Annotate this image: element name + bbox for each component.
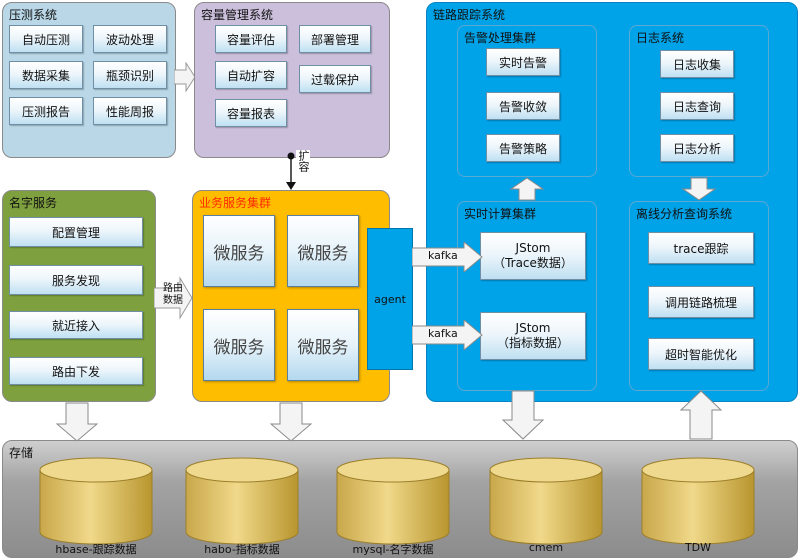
panel-title: 业务服务集群	[199, 196, 272, 210]
panel-title: 日志系统	[636, 31, 685, 45]
kafka-arrow-icon	[412, 320, 483, 350]
log-collect-button[interactable]: 日志收集	[660, 50, 734, 78]
realtime-compute-panel: 实时计算集群 JStom （Trace数据） JStom （指标数据）	[457, 201, 597, 391]
capacity-eval-button[interactable]: 容量评估	[215, 25, 287, 53]
pressure-test-panel: 压测系统 自动压测 波动处理 数据采集 瓶颈识别 压测报告 性能周报	[2, 2, 176, 158]
timeout-optimize-button[interactable]: 超时智能优化	[648, 338, 754, 370]
database-cylinder-icon[interactable]	[336, 457, 450, 545]
bottleneck-button[interactable]: 瓶颈识别	[93, 61, 167, 89]
weekly-report-button[interactable]: 性能周报	[93, 97, 167, 125]
right-arrow-icon	[154, 276, 193, 320]
panel-title: 名字服务	[9, 196, 58, 210]
route-data-label: 路由数据	[163, 283, 183, 306]
offline-analysis-panel: 离线分析查询系统 trace跟踪 调用链路梳理 超时智能优化	[629, 201, 769, 391]
db-label-tdw: TDW	[684, 541, 712, 554]
log-analysis-button[interactable]: 日志分析	[660, 134, 734, 162]
nearby-access-button[interactable]: 就近接入	[9, 311, 143, 339]
jstom-trace-node[interactable]: JStom （Trace数据）	[480, 232, 586, 280]
storage-cylinders	[39, 457, 755, 545]
down-arrow-icon	[56, 402, 98, 442]
panel-title: 离线分析查询系统	[636, 207, 733, 221]
right-arrow-icon	[174, 62, 196, 92]
db-label-mysql: mysql-名字数据	[352, 543, 434, 556]
kafka-arrow-icon	[412, 242, 483, 272]
scale-connector-icon	[286, 152, 296, 190]
service-discovery-button[interactable]: 服务发现	[9, 265, 143, 295]
panel-title: 存储	[9, 446, 34, 460]
kafka-label: kafka	[428, 249, 458, 262]
trace-track-button[interactable]: trace跟踪	[648, 232, 754, 264]
alarm-converge-button[interactable]: 告警收敛	[486, 92, 560, 120]
panel-title: 告警处理集群	[464, 31, 537, 45]
realtime-alarm-button[interactable]: 实时告警	[486, 48, 560, 76]
capacity-panel: 容量管理系统 容量评估 部署管理 自动扩容 过载保护 容量报表	[194, 2, 390, 158]
alarm-policy-button[interactable]: 告警策略	[486, 134, 560, 162]
business-cluster-panel: 业务服务集群 微服务 微服务 微服务 微服务	[192, 190, 390, 402]
data-collect-button[interactable]: 数据采集	[9, 61, 83, 89]
alarm-cluster-panel: 告警处理集群 实时告警 告警收敛 告警策略	[457, 25, 597, 177]
down-arrow-icon	[502, 390, 544, 440]
log-query-button[interactable]: 日志查询	[660, 92, 734, 120]
log-system-panel: 日志系统 日志收集 日志查询 日志分析	[629, 25, 769, 177]
microservice-box[interactable]: 微服务	[203, 215, 275, 287]
auto-pressure-button[interactable]: 自动压测	[9, 25, 83, 53]
database-cylinder-icon[interactable]	[39, 457, 153, 545]
capacity-report-button[interactable]: 容量报表	[215, 99, 287, 127]
panel-title: 压测系统	[9, 8, 58, 22]
up-arrow-icon	[680, 390, 722, 440]
agent-box[interactable]: agent	[367, 228, 413, 370]
microservice-box[interactable]: 微服务	[203, 309, 275, 381]
trace-system-panel: 链路跟踪系统 告警处理集群 实时告警 告警收敛 告警策略 日志系统 日志收集 日…	[426, 2, 798, 402]
db-label-habo: habo-指标数据	[204, 543, 280, 556]
panel-title: 容量管理系统	[201, 8, 274, 22]
config-manage-button[interactable]: 配置管理	[9, 217, 143, 247]
auto-scale-button[interactable]: 自动扩容	[215, 61, 287, 89]
deploy-manage-button[interactable]: 部署管理	[299, 25, 371, 53]
microservice-box[interactable]: 微服务	[287, 215, 359, 287]
pressure-report-button[interactable]: 压测报告	[9, 97, 83, 125]
panel-title: 链路跟踪系统	[433, 8, 506, 22]
database-cylinder-icon[interactable]	[185, 457, 299, 545]
route-dispatch-button[interactable]: 路由下发	[9, 357, 143, 385]
overload-protect-button[interactable]: 过载保护	[299, 65, 371, 93]
up-arrow-icon	[509, 177, 545, 201]
fluctuation-button[interactable]: 波动处理	[93, 25, 167, 53]
scale-connector-label: 扩容	[296, 150, 310, 190]
kafka-label: kafka	[428, 327, 458, 340]
microservice-box[interactable]: 微服务	[287, 309, 359, 381]
down-arrow-icon	[270, 402, 312, 442]
naming-panel: 名字服务 配置管理 服务发现 就近接入 路由下发	[2, 190, 156, 402]
panel-title: 实时计算集群	[464, 207, 537, 221]
db-label-hbase: hbase-跟踪数据	[55, 543, 137, 556]
database-cylinder-icon[interactable]	[489, 457, 603, 545]
jstom-metric-node[interactable]: JStom （指标数据）	[480, 312, 586, 360]
call-chain-button[interactable]: 调用链路梳理	[648, 286, 754, 318]
db-label-cmem: cmem	[528, 541, 564, 554]
down-arrow-icon	[681, 177, 717, 201]
database-cylinder-icon[interactable]	[641, 457, 755, 545]
